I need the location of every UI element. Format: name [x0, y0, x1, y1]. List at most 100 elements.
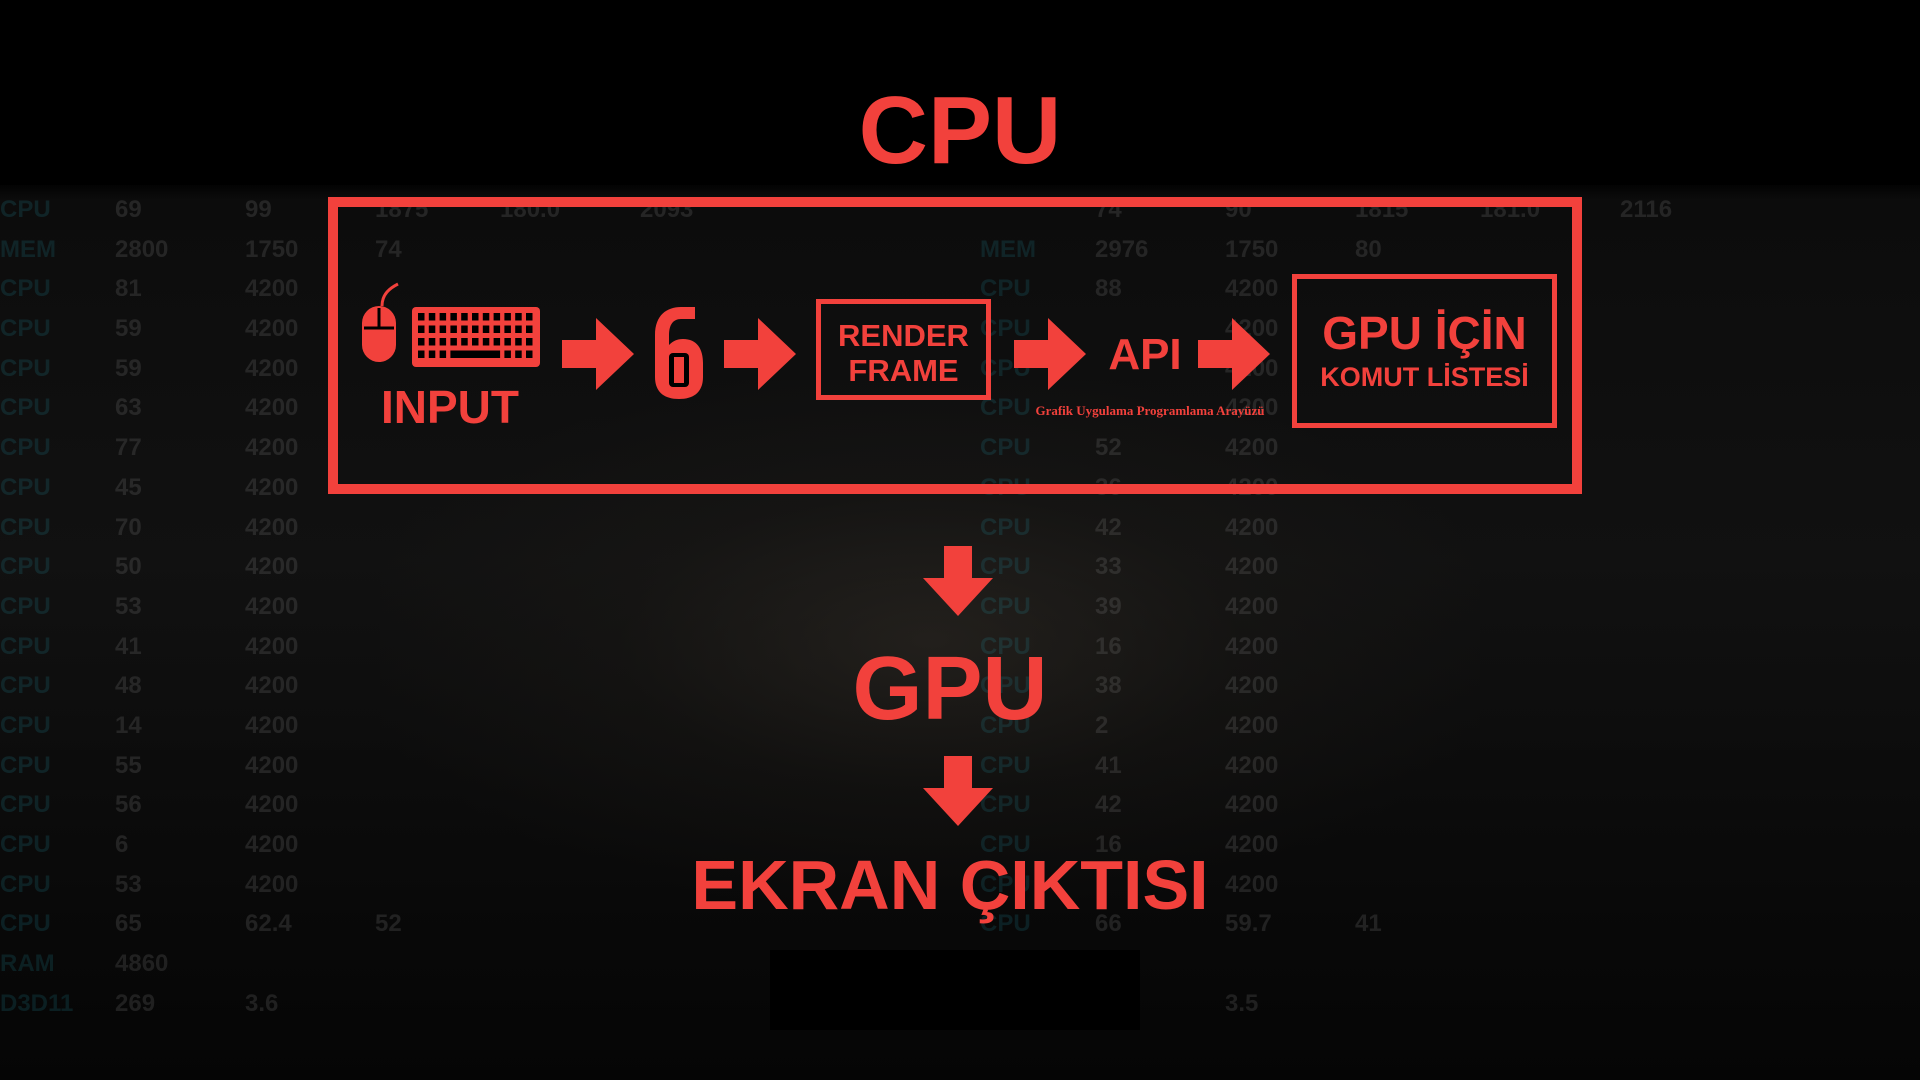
keyboard-key	[439, 313, 447, 321]
overlay-value: 39	[1095, 592, 1122, 620]
overlay-value: 99	[245, 196, 272, 223]
overlay-value: 4200	[245, 315, 299, 343]
overlay-value: 14	[115, 711, 142, 739]
overlay-value: 88	[1095, 275, 1122, 303]
keyboard-key	[418, 350, 425, 358]
keyboard-key	[428, 338, 436, 346]
overlay-value: 4860	[115, 950, 169, 978]
overlay-label: RAM	[0, 950, 55, 978]
overlay-value: 4200	[245, 751, 299, 779]
overlay-value: 4200	[245, 513, 299, 541]
overlay-label: CPU	[0, 513, 51, 541]
keyboard-key	[450, 313, 457, 321]
keyboard-key	[515, 350, 522, 358]
keyboard-key	[493, 325, 501, 333]
gpu-title: GPU	[852, 639, 1048, 739]
overlay-value: 33	[1095, 553, 1122, 581]
overlay-value: 6	[115, 831, 129, 858]
overlay-value: 4200	[1225, 870, 1279, 898]
overlay-value: 4200	[245, 553, 299, 581]
keyboard-key	[439, 350, 447, 358]
overlay-value: 69	[115, 196, 142, 223]
keyboard-key	[493, 338, 501, 346]
overlay-value: 4200	[245, 354, 299, 382]
overlay-label: CPU	[980, 870, 1031, 898]
overlay-label: CPU	[980, 751, 1031, 779]
overlay-value: 4200	[1225, 553, 1279, 581]
overlay-value: 1750	[245, 235, 299, 263]
keyboard-key	[461, 338, 468, 346]
keyboard-key	[450, 338, 457, 346]
cpu-title: CPU	[858, 77, 1062, 184]
command-list-box: GPU İÇİN KOMUT LİSTESİ	[1292, 274, 1557, 428]
overlay-value: 4200	[1225, 831, 1279, 858]
overlay-label: CPU	[980, 831, 1031, 858]
screen-output-title: EKRAN ÇIKTISI	[691, 846, 1209, 924]
command-list-line-2: KOMUT LİSTESİ	[1320, 362, 1529, 392]
overlay-value: 4200	[1225, 275, 1279, 303]
overlay-value: 3.6	[245, 989, 279, 1017]
overlay-value: 38	[1095, 672, 1122, 700]
overlay-value: 66	[1095, 910, 1122, 938]
keyboard-key	[472, 338, 479, 346]
keyboard-key	[428, 325, 436, 333]
overlay-label: CPU	[0, 394, 51, 422]
overlay-value: 52	[375, 910, 402, 938]
overlay-value: 41	[115, 632, 142, 660]
overlay-label: CPU	[980, 672, 1031, 700]
overlay-value: 59	[115, 354, 142, 382]
overlay-value: 4200	[1225, 513, 1279, 541]
overlay-value: 4200	[1225, 434, 1279, 462]
keyboard-key	[428, 350, 436, 358]
overlay-value: 4200	[245, 592, 299, 620]
overlay-label: CPU	[0, 870, 51, 898]
overlay-value: 41	[1355, 910, 1382, 938]
arrow-down-icon	[923, 756, 993, 826]
background-glow	[380, 380, 1480, 900]
overlay-value: 3.5	[1225, 989, 1259, 1017]
input-label: INPUT	[381, 381, 519, 433]
keyboard-key	[504, 325, 511, 333]
overlay-label: CPU	[980, 434, 1031, 462]
overlay-value: 4200	[1225, 592, 1279, 620]
arrow-right-icon	[724, 318, 796, 390]
overlay-value: 4200	[245, 870, 299, 898]
overlay-value: 53	[115, 870, 142, 898]
overlay-label: CPU	[0, 275, 51, 303]
keyboard-key	[461, 313, 468, 321]
overlay-value: 42	[1095, 791, 1122, 819]
overlay-value: 52	[1095, 434, 1122, 462]
keyboard-key	[450, 325, 457, 333]
overlay-value: 4200	[1225, 632, 1279, 660]
overlay-label: CPU	[0, 473, 51, 501]
overlay-value: 4200	[245, 632, 299, 660]
overlay-label: CPU	[0, 910, 51, 938]
mouse-icon	[362, 282, 399, 362]
keyboard-key	[472, 325, 479, 333]
command-list-line-1: GPU İÇİN	[1322, 307, 1527, 359]
render-line-1: RENDER	[838, 318, 969, 353]
overlay-value: 45	[115, 473, 142, 501]
keyboard-key	[428, 313, 436, 321]
overlay-value: 70	[115, 513, 142, 541]
overlay-label: CPU	[0, 354, 51, 382]
api-label: API	[1108, 330, 1182, 379]
overlay-label: CPU	[980, 711, 1031, 739]
api-subtitle: Grafik Uygulama Programlama Arayüzü	[1035, 403, 1265, 418]
overlay-value: 4200	[1225, 751, 1279, 779]
keyboard-key	[418, 338, 425, 346]
keyboard-key	[482, 338, 490, 346]
overlay-label: CPU	[980, 910, 1031, 938]
overlay-value: 50	[115, 553, 142, 581]
overlay-value: 2116	[1620, 196, 1673, 223]
keyboard-key	[526, 338, 533, 346]
overlay-value: 4200	[245, 672, 299, 700]
keyboard-key	[526, 313, 533, 321]
keyboard-key	[526, 350, 533, 358]
keyboard-icon	[412, 307, 540, 367]
background-bottom-block	[770, 950, 1140, 1030]
overlay-label: CPU	[980, 791, 1031, 819]
keyboard-key	[526, 325, 533, 333]
keyboard-key	[482, 325, 490, 333]
